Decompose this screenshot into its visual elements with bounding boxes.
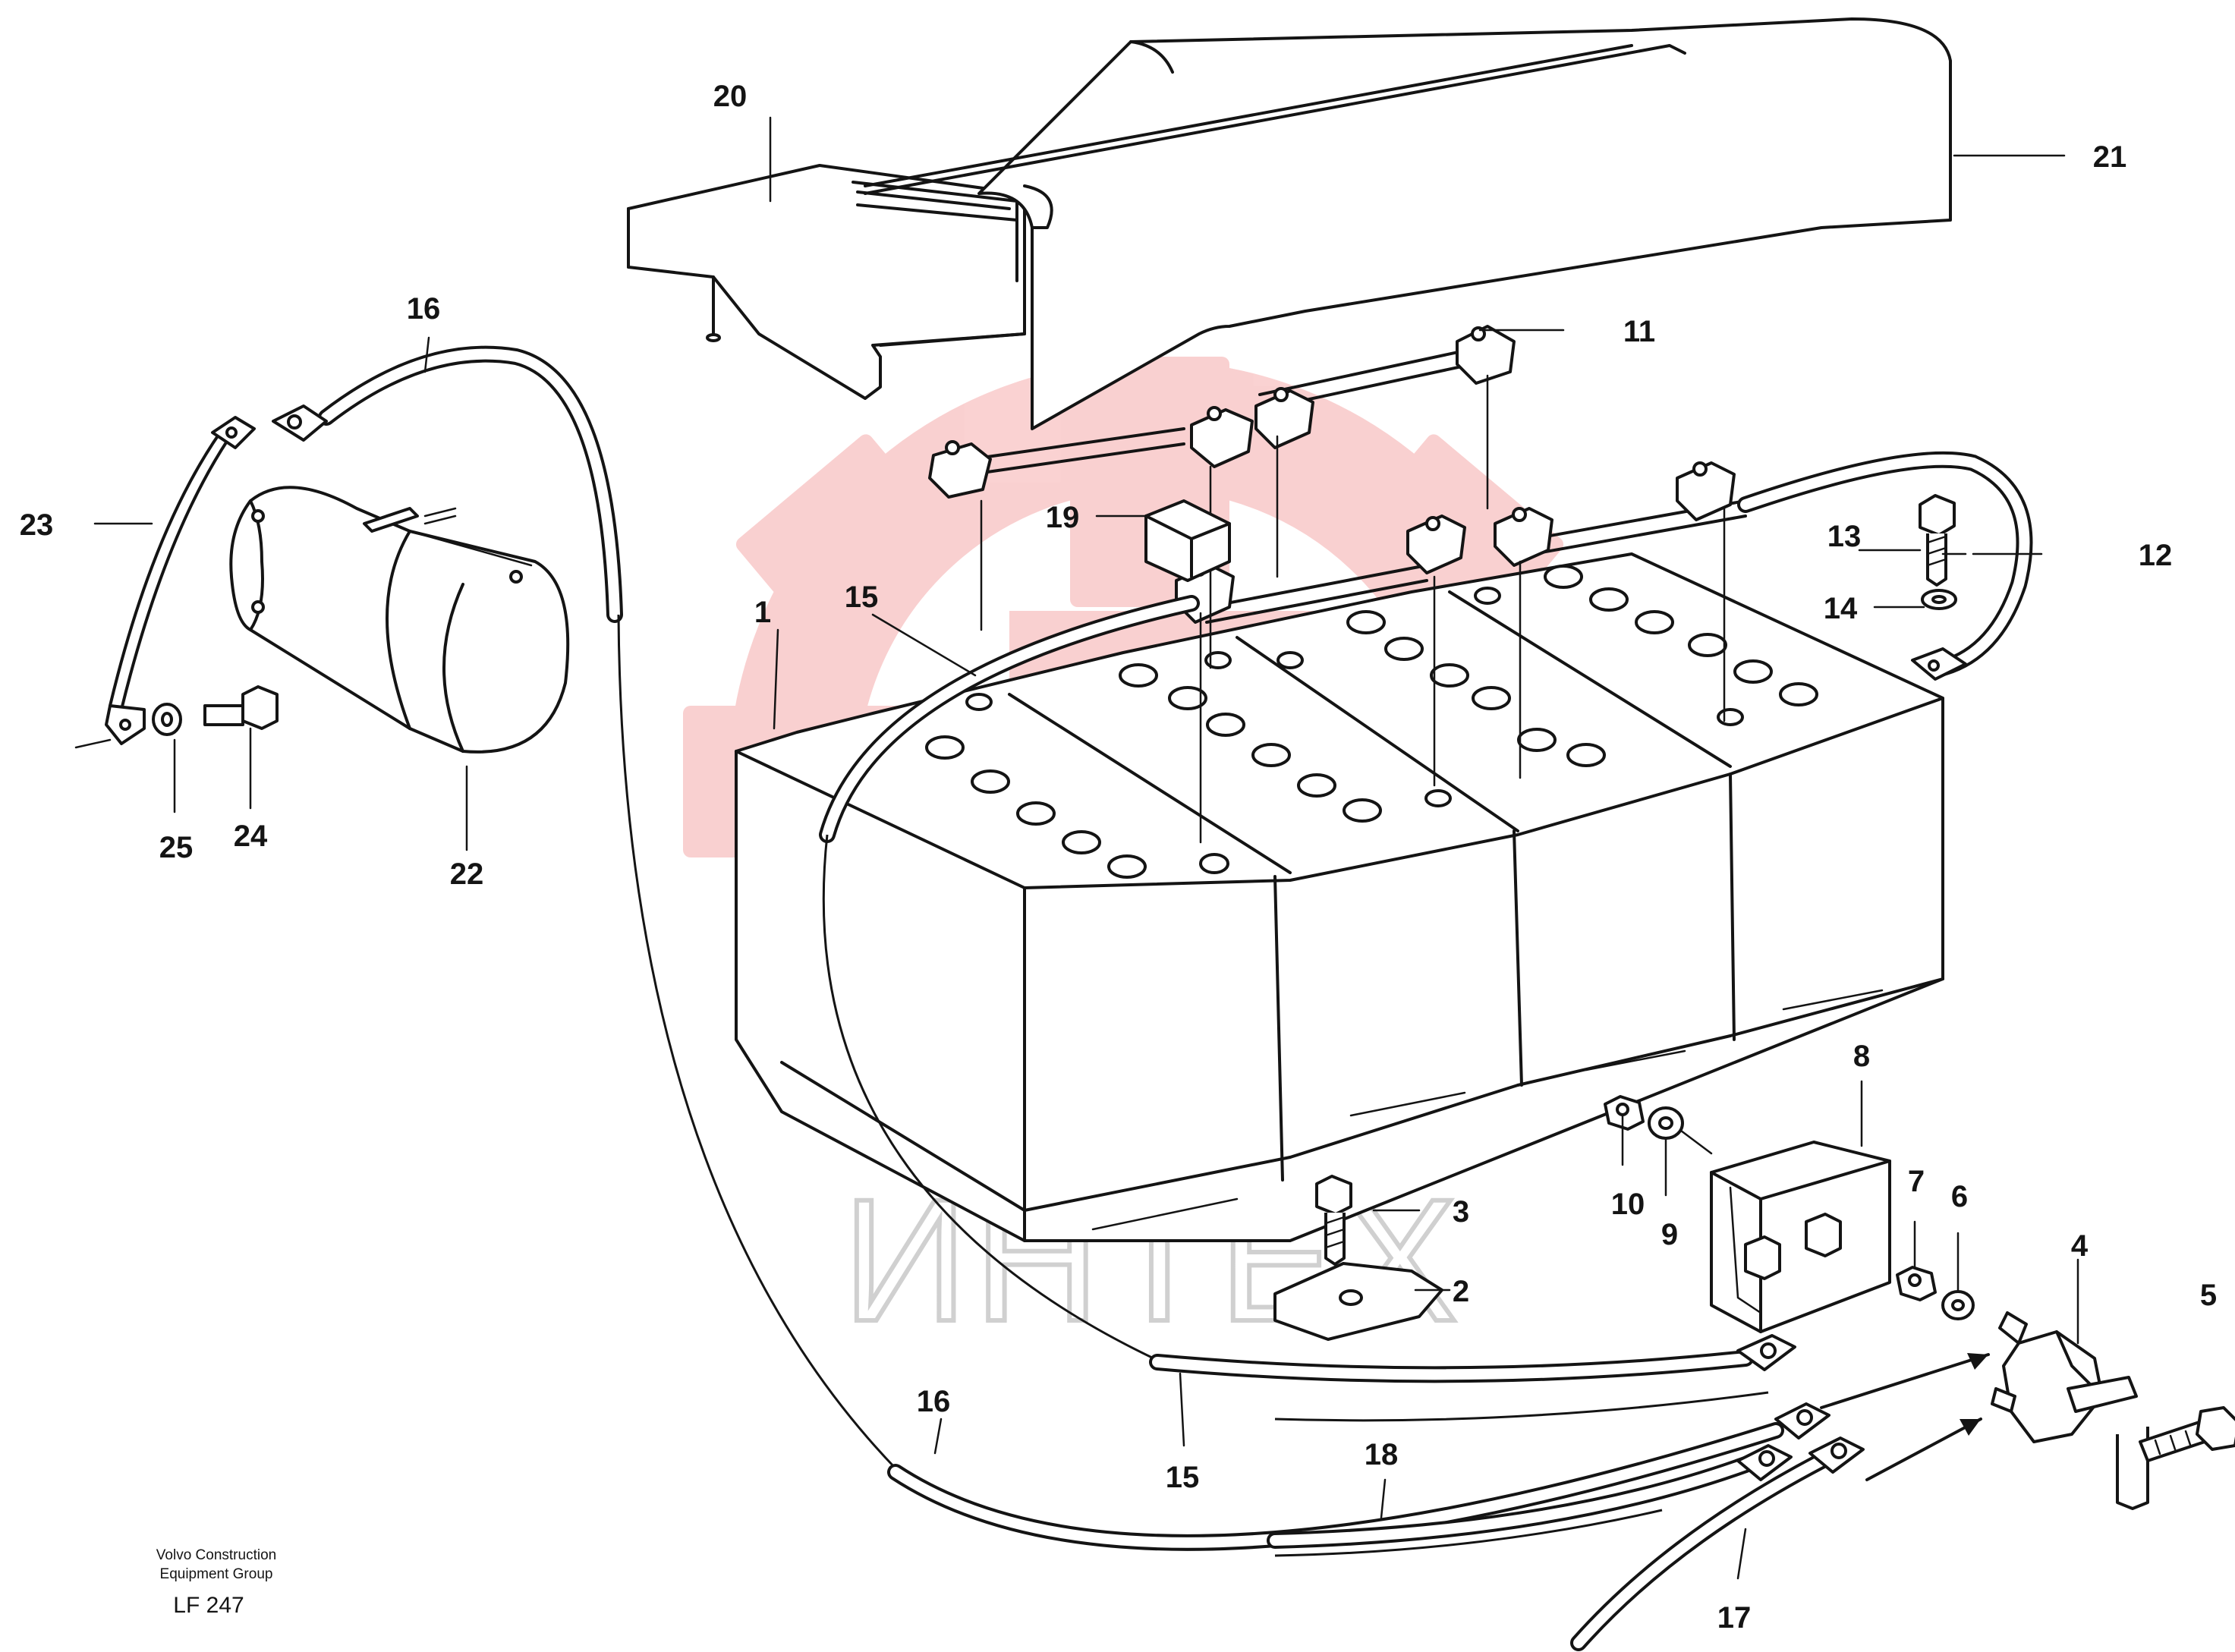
callout-23: 23 <box>20 508 54 542</box>
washer-14 <box>1921 589 1957 610</box>
bracket-2 <box>1273 1262 1443 1341</box>
callout-9: 9 <box>1661 1218 1678 1251</box>
callout-11: 11 <box>1623 315 1655 348</box>
terminal-boot-19 <box>1144 499 1231 582</box>
callout-25: 25 <box>159 831 194 864</box>
callout-22: 22 <box>450 857 484 891</box>
washer-6 <box>1941 1290 1975 1320</box>
nut-7 <box>1896 1266 1937 1301</box>
bolt-5 <box>2139 1406 2235 1462</box>
cover-part-21 <box>856 17 1952 430</box>
cable-18 <box>1267 1391 1793 1549</box>
callout-8: 8 <box>1853 1040 1870 1073</box>
callout-12: 12 <box>2139 539 2173 572</box>
battery-block-1 <box>735 552 1944 1242</box>
washer-25 <box>152 703 182 736</box>
callout-10: 10 <box>1611 1188 1645 1221</box>
callout-16-bottom: 16 <box>917 1385 951 1418</box>
cable-17 <box>1274 1436 1865 1651</box>
callout-1: 1 <box>754 596 771 629</box>
callout-5: 5 <box>2200 1279 2217 1312</box>
cover-part-20 <box>627 164 1026 400</box>
callout-16-top: 16 <box>407 292 441 326</box>
bolt-13 <box>1919 494 1956 587</box>
caption-line-1: Volvo Construction <box>156 1547 276 1563</box>
washer-9 <box>1648 1106 1684 1140</box>
callout-19: 19 <box>1046 501 1080 534</box>
callout-leaders <box>93 116 2079 1580</box>
bolt-24 <box>203 685 279 730</box>
callout-24: 24 <box>234 820 268 853</box>
cable-15 <box>819 595 1796 1383</box>
callout-6: 6 <box>1951 1180 1968 1213</box>
drawing-caption: Volvo Construction Equipment Group LF 24… <box>156 1547 276 1618</box>
switch-4 <box>1991 1311 2149 1510</box>
alternator-22 <box>229 486 570 754</box>
caption-code: LF 247 <box>173 1593 244 1618</box>
leader-9-8 <box>1679 1129 1713 1155</box>
callout-14: 14 <box>1824 592 1858 625</box>
callout-4: 4 <box>2071 1229 2089 1263</box>
cable-23 <box>74 416 256 749</box>
callout-20: 20 <box>713 80 748 113</box>
connection-arrows <box>1820 1353 1990 1481</box>
callout-18: 18 <box>1365 1438 1399 1471</box>
callout-13: 13 <box>1827 520 1862 553</box>
callout-21: 21 <box>2093 140 2127 174</box>
callout-15-top: 15 <box>845 581 879 614</box>
callout-labels: 1 2 3 4 5 6 7 8 9 10 11 12 13 14 15 15 1… <box>20 80 2217 1635</box>
cable-16 <box>272 345 1830 1551</box>
callout-3: 3 <box>1453 1195 1469 1229</box>
box-8 <box>1710 1141 1891 1333</box>
callout-17: 17 <box>1717 1601 1752 1635</box>
callout-15-bottom: 15 <box>1166 1461 1200 1494</box>
nut-10 <box>1604 1095 1645 1131</box>
cable-12 <box>1737 451 2033 681</box>
bolt-3 <box>1315 1175 1352 1266</box>
battery-caps <box>925 565 1818 879</box>
caption-line-2: Equipment Group <box>160 1566 273 1582</box>
callout-2: 2 <box>1453 1275 1469 1308</box>
callout-7: 7 <box>1908 1165 1925 1198</box>
